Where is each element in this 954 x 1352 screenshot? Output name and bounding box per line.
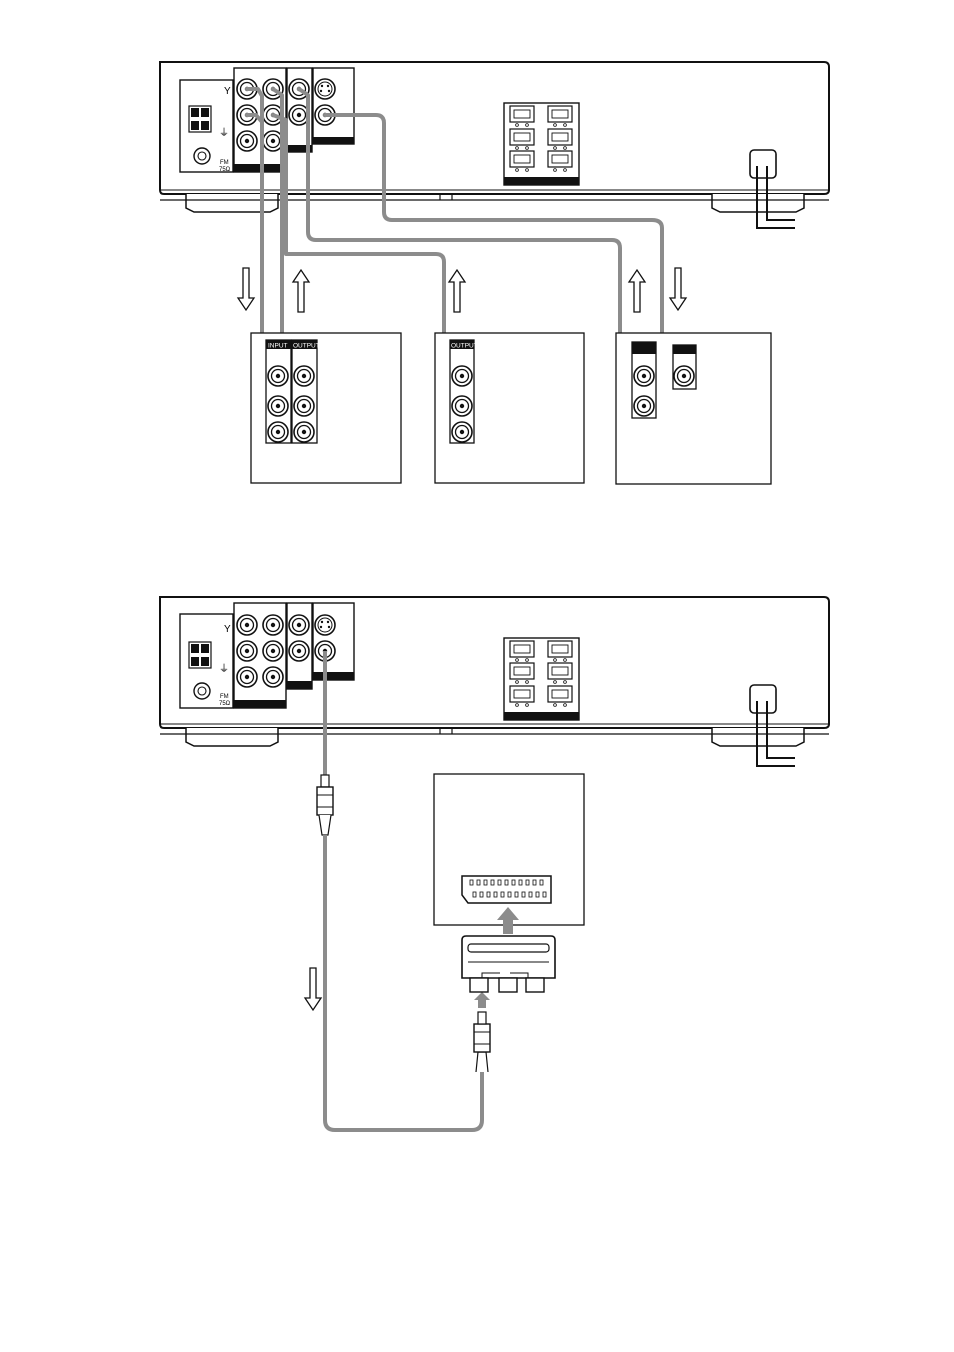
arrow-up-icon — [629, 270, 645, 312]
device1-output-label: OUTPUT — [293, 343, 320, 350]
ac-cord-icon — [750, 150, 776, 178]
arrow-down-icon — [305, 968, 321, 1010]
arrow-down-icon — [238, 268, 254, 310]
receiver-rear-panel-bottom: Y ⏚ FM 75Ω — [160, 597, 829, 766]
fm-impedance: 75Ω — [219, 701, 231, 707]
fm-label: FM — [220, 160, 229, 166]
arrow-up-icon — [293, 270, 309, 312]
device-2-top: OUTPUT — [435, 333, 584, 483]
arrow-up-icon — [449, 270, 465, 312]
device2-output-label: OUTPUT — [451, 343, 478, 350]
device1-input-label: INPUT — [268, 343, 288, 350]
arrow-up-icon — [474, 992, 490, 1008]
ac-cord-icon — [750, 685, 776, 713]
rca-plug-icon — [474, 1024, 490, 1052]
ground-symbol: ⏚ — [219, 127, 229, 139]
device-3-top — [616, 333, 771, 484]
rca-plug-icon — [321, 775, 329, 787]
device-1-top: INPUT OUTPUT — [251, 333, 401, 483]
antenna-symbol: Y — [224, 624, 231, 635]
scart-adapter — [462, 936, 555, 992]
arrow-down-icon — [670, 268, 686, 310]
ground-symbol: ⏚ — [219, 663, 229, 675]
fm-impedance: 75Ω — [219, 167, 231, 173]
antenna-symbol: Y — [224, 86, 231, 97]
tv-device-bottom — [434, 774, 584, 925]
fm-label: FM — [220, 694, 229, 700]
